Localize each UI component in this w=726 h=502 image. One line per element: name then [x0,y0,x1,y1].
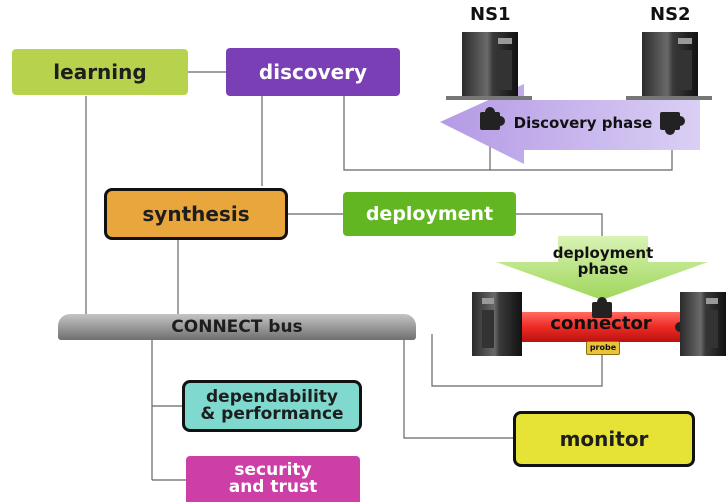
server-icon-connector-left [472,292,522,356]
learning-label: learning [53,60,147,84]
security-label-line2: and trust [228,477,318,497]
synthesis-box: synthesis [104,188,288,240]
puzzle-icon-connector-top [592,297,612,318]
probe-badge: probe [586,341,620,355]
server-icon-ns2 [626,32,712,100]
monitor-box: monitor [513,411,695,467]
deployment-phase-label-line2: phase [577,259,629,278]
connector-label: connector [550,313,652,334]
puzzle-icon-discovery-right [660,112,685,135]
deployment-phase-label-line1: deployment [552,244,654,262]
deployment-box: deployment [343,192,516,236]
learning-box: learning [12,49,188,95]
ns1-label: NS1 [470,4,511,25]
connect-bus-label: CONNECT bus [171,316,303,337]
discovery-phase-arrow [440,84,700,164]
dependability-label-line2: & performance [200,404,344,424]
synthesis-label: synthesis [142,202,250,226]
ns2-label: NS2 [650,4,691,25]
deployment-label: deployment [365,202,494,225]
server-icon-ns1 [446,32,532,100]
dependability-box: dependability & performance [182,380,362,432]
dependability-label-line1: dependability [206,387,338,407]
discovery-box: discovery [226,48,400,96]
line-discovery-phase [343,96,673,171]
line-deployment-phase [516,213,603,236]
line-bus-monitor [403,340,514,439]
discovery-label: discovery [258,60,368,84]
puzzle-icon-discovery-left [480,107,505,130]
connect-bus: CONNECT bus [58,314,416,340]
deployment-phase-arrow [496,236,708,300]
monitor-label: monitor [559,427,649,451]
discovery-phase-label: Discovery phase [513,114,653,132]
security-box: security and trust [186,456,360,502]
line-bus-probe [431,334,603,387]
deployment-phase-label: deployment phase [548,244,658,278]
security-label-line1: security [234,460,312,480]
connector-lines [85,71,673,481]
server-icon-connector-right [680,292,726,356]
